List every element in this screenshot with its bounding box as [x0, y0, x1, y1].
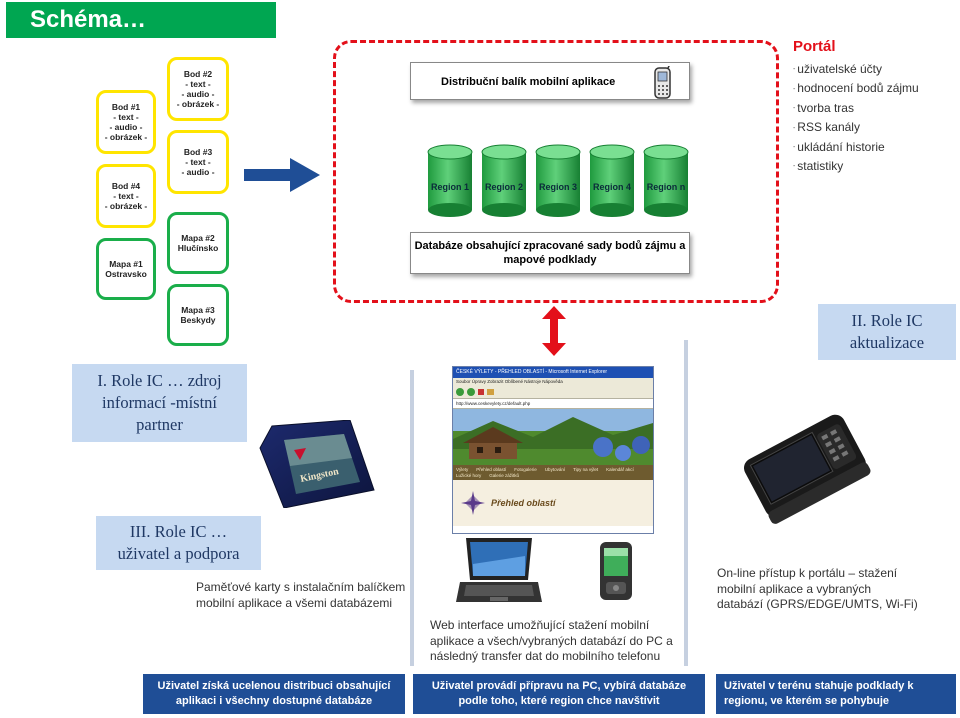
node-bod-1: Bod #1 - text - - audio - - obrázek - [96, 90, 156, 154]
role-1-line-2: informací -místní [101, 393, 218, 412]
divider-line [684, 340, 688, 666]
role-1-line-3: partner [136, 415, 183, 434]
nav-item: Galerie zážitků [489, 473, 520, 478]
arrow-right-icon [244, 158, 320, 192]
online-access-description: On-line přístup k portálu – stažení mobi… [717, 566, 953, 613]
page-title: Schéma… [6, 2, 276, 38]
database-region-4-icon: Region 4 [589, 144, 635, 217]
pda-icon [600, 542, 632, 600]
mobile-phone-icon [654, 66, 671, 99]
region-label-1: Region 1 [431, 182, 469, 192]
browser-toolbar [453, 386, 653, 399]
portal-title: Portál [793, 38, 836, 55]
forward-icon [467, 388, 475, 396]
nav-item: Tipy na výlet [573, 467, 599, 472]
database-region-2-icon: Region 2 [481, 144, 527, 217]
landscape-banner [453, 409, 653, 465]
distribution-package-group [333, 40, 779, 303]
region-databases: Region 1 Region 2 Region 3 Region 4 Regi… [427, 144, 689, 217]
package-label: Distribuční balík mobilní aplikace [410, 62, 690, 100]
user-outcome-bar-3: Uživatel v terénu stahuje podklady k reg… [716, 674, 956, 714]
database-caption-line-2: mapové podklady [503, 254, 597, 266]
bar-line: Uživatel v terénu stahuje podklady k [724, 680, 914, 692]
portal-feature-item: statistiky [793, 157, 919, 176]
region-label-2: Region 2 [485, 182, 523, 192]
browser-content: Přehled oblastí [453, 480, 653, 526]
role-box-2: II. Role IC aktualizace [818, 304, 956, 360]
description-line: On-line přístup k portálu – stažení [717, 566, 898, 580]
database-region-1-icon: Region 1 [427, 144, 473, 217]
node-bod-2: Bod #2 - text - - audio - - obrázek - [167, 57, 229, 121]
description-line: Paměťové karty s instalačním balíčkem [196, 580, 406, 594]
user-outcome-bar-1: Uživatel získá ucelenou distribuci obsah… [143, 674, 405, 714]
description-line: následný transfer dat do mobilního telef… [430, 649, 661, 663]
sd-card-icon: Kingston [259, 420, 375, 508]
nav-item: Lužické hory [456, 473, 482, 478]
region-label-4: Region 4 [593, 182, 631, 192]
nav-item: Kalendář akcí [606, 467, 634, 472]
database-caption-line-1: Databáze obsahující zpracované sady bodů… [414, 240, 686, 252]
role-3-line-2: uživatel a podpora [117, 544, 240, 563]
role-2-line-1: II. Role IC [851, 311, 923, 330]
portal-feature-item: tvorba tras [793, 99, 919, 118]
browser-nav: Výlety Přehled oblastí Fotogalerie Ubyto… [453, 465, 653, 480]
role-1-line-1: I. Role IC … zdroj [97, 371, 222, 390]
role-3-line-1: III. Role IC … [129, 522, 228, 541]
node-mapa-3: Mapa #3 Beskydy [167, 284, 229, 346]
role-box-1: I. Role IC … zdroj informací -místní par… [72, 364, 247, 442]
node-bod-3: Bod #3 - text - - audio - [167, 130, 229, 194]
bar-line: regionu, ve kterém se pohybuje [724, 695, 890, 707]
region-label-3: Region 3 [539, 182, 577, 192]
description-line: mobilní aplikace a všemi databázemi [196, 595, 393, 610]
portal-feature-item: ukládání historie [793, 138, 919, 157]
back-icon [456, 388, 464, 396]
home-icon [487, 389, 494, 395]
memory-card-description: Paměťové karty s instalačním balíčkem mo… [196, 580, 426, 611]
browser-menu: Soubor Úpravy Zobrazit Oblíbené Nástroje… [453, 378, 653, 386]
bar-line: aplikaci i všechny dostupné databáze [175, 695, 373, 707]
star-flower-icon [461, 491, 485, 515]
divider-line [410, 370, 414, 666]
description-line: aplikace a všech/vybraných databází do P… [430, 633, 673, 648]
user-outcome-bar-2: Uživatel provádí přípravu na PC, vybírá … [413, 674, 705, 714]
nav-item: Fotogalerie [514, 467, 537, 472]
bar-line: podle toho, které region chce navštívit [458, 695, 660, 707]
bar-line: Uživatel získá ucelenou distribuci obsah… [157, 680, 391, 692]
browser-screenshot: ČESKÉ VÝLETY - PŘEHLED OBLASTÍ - Microso… [452, 366, 654, 534]
portal-feature-item: RSS kanály [793, 118, 919, 137]
bar-line: Uživatel provádí přípravu na PC, vybírá … [431, 680, 687, 692]
nav-item: Výlety [456, 467, 469, 472]
database-region-n-icon: Region n [643, 144, 689, 217]
node-mapa-1: Mapa #1 Ostravsko [96, 238, 156, 300]
role-box-3: III. Role IC … uživatel a podpora [96, 516, 261, 570]
nav-item: Ubytování [544, 467, 566, 472]
role-2-line-2: aktualizace [849, 333, 925, 352]
description-line: Web interface umožňující stažení mobilní [430, 618, 650, 632]
node-mapa-2: Mapa #2 Hlučínsko [167, 212, 229, 274]
database-caption: Databáze obsahující zpracované sady bodů… [410, 232, 690, 274]
stop-icon [478, 389, 484, 395]
description-line: mobilní aplikace a vybraných [717, 581, 872, 596]
description-line: databází (GPRS/EDGE/UMTS, Wi-Fi) [717, 597, 918, 611]
nav-item: Přehled oblastí [476, 467, 507, 472]
double-arrow-icon [542, 306, 566, 356]
smartphone-icon [744, 414, 871, 524]
browser-titlebar: ČESKÉ VÝLETY - PŘEHLED OBLASTÍ - Microso… [453, 367, 653, 378]
web-interface-description: Web interface umožňující stažení mobilní… [430, 618, 690, 665]
portal-feature-item: uživatelské účty [793, 60, 919, 79]
laptop-icon [456, 538, 542, 602]
region-label-n: Region n [647, 182, 686, 192]
browser-address-bar: http://www.ceskevylety.cz/default.php [453, 399, 653, 409]
portal-feature-item: hodnocení bodů zájmu [793, 79, 918, 98]
portal-feature-list: uživatelské účty hodnocení bodů zájmu tv… [793, 60, 919, 176]
database-region-3-icon: Region 3 [535, 144, 581, 217]
browser-page-heading: Přehled oblastí [491, 498, 556, 508]
node-bod-4: Bod #4 - text - - obrázek - [96, 164, 156, 228]
